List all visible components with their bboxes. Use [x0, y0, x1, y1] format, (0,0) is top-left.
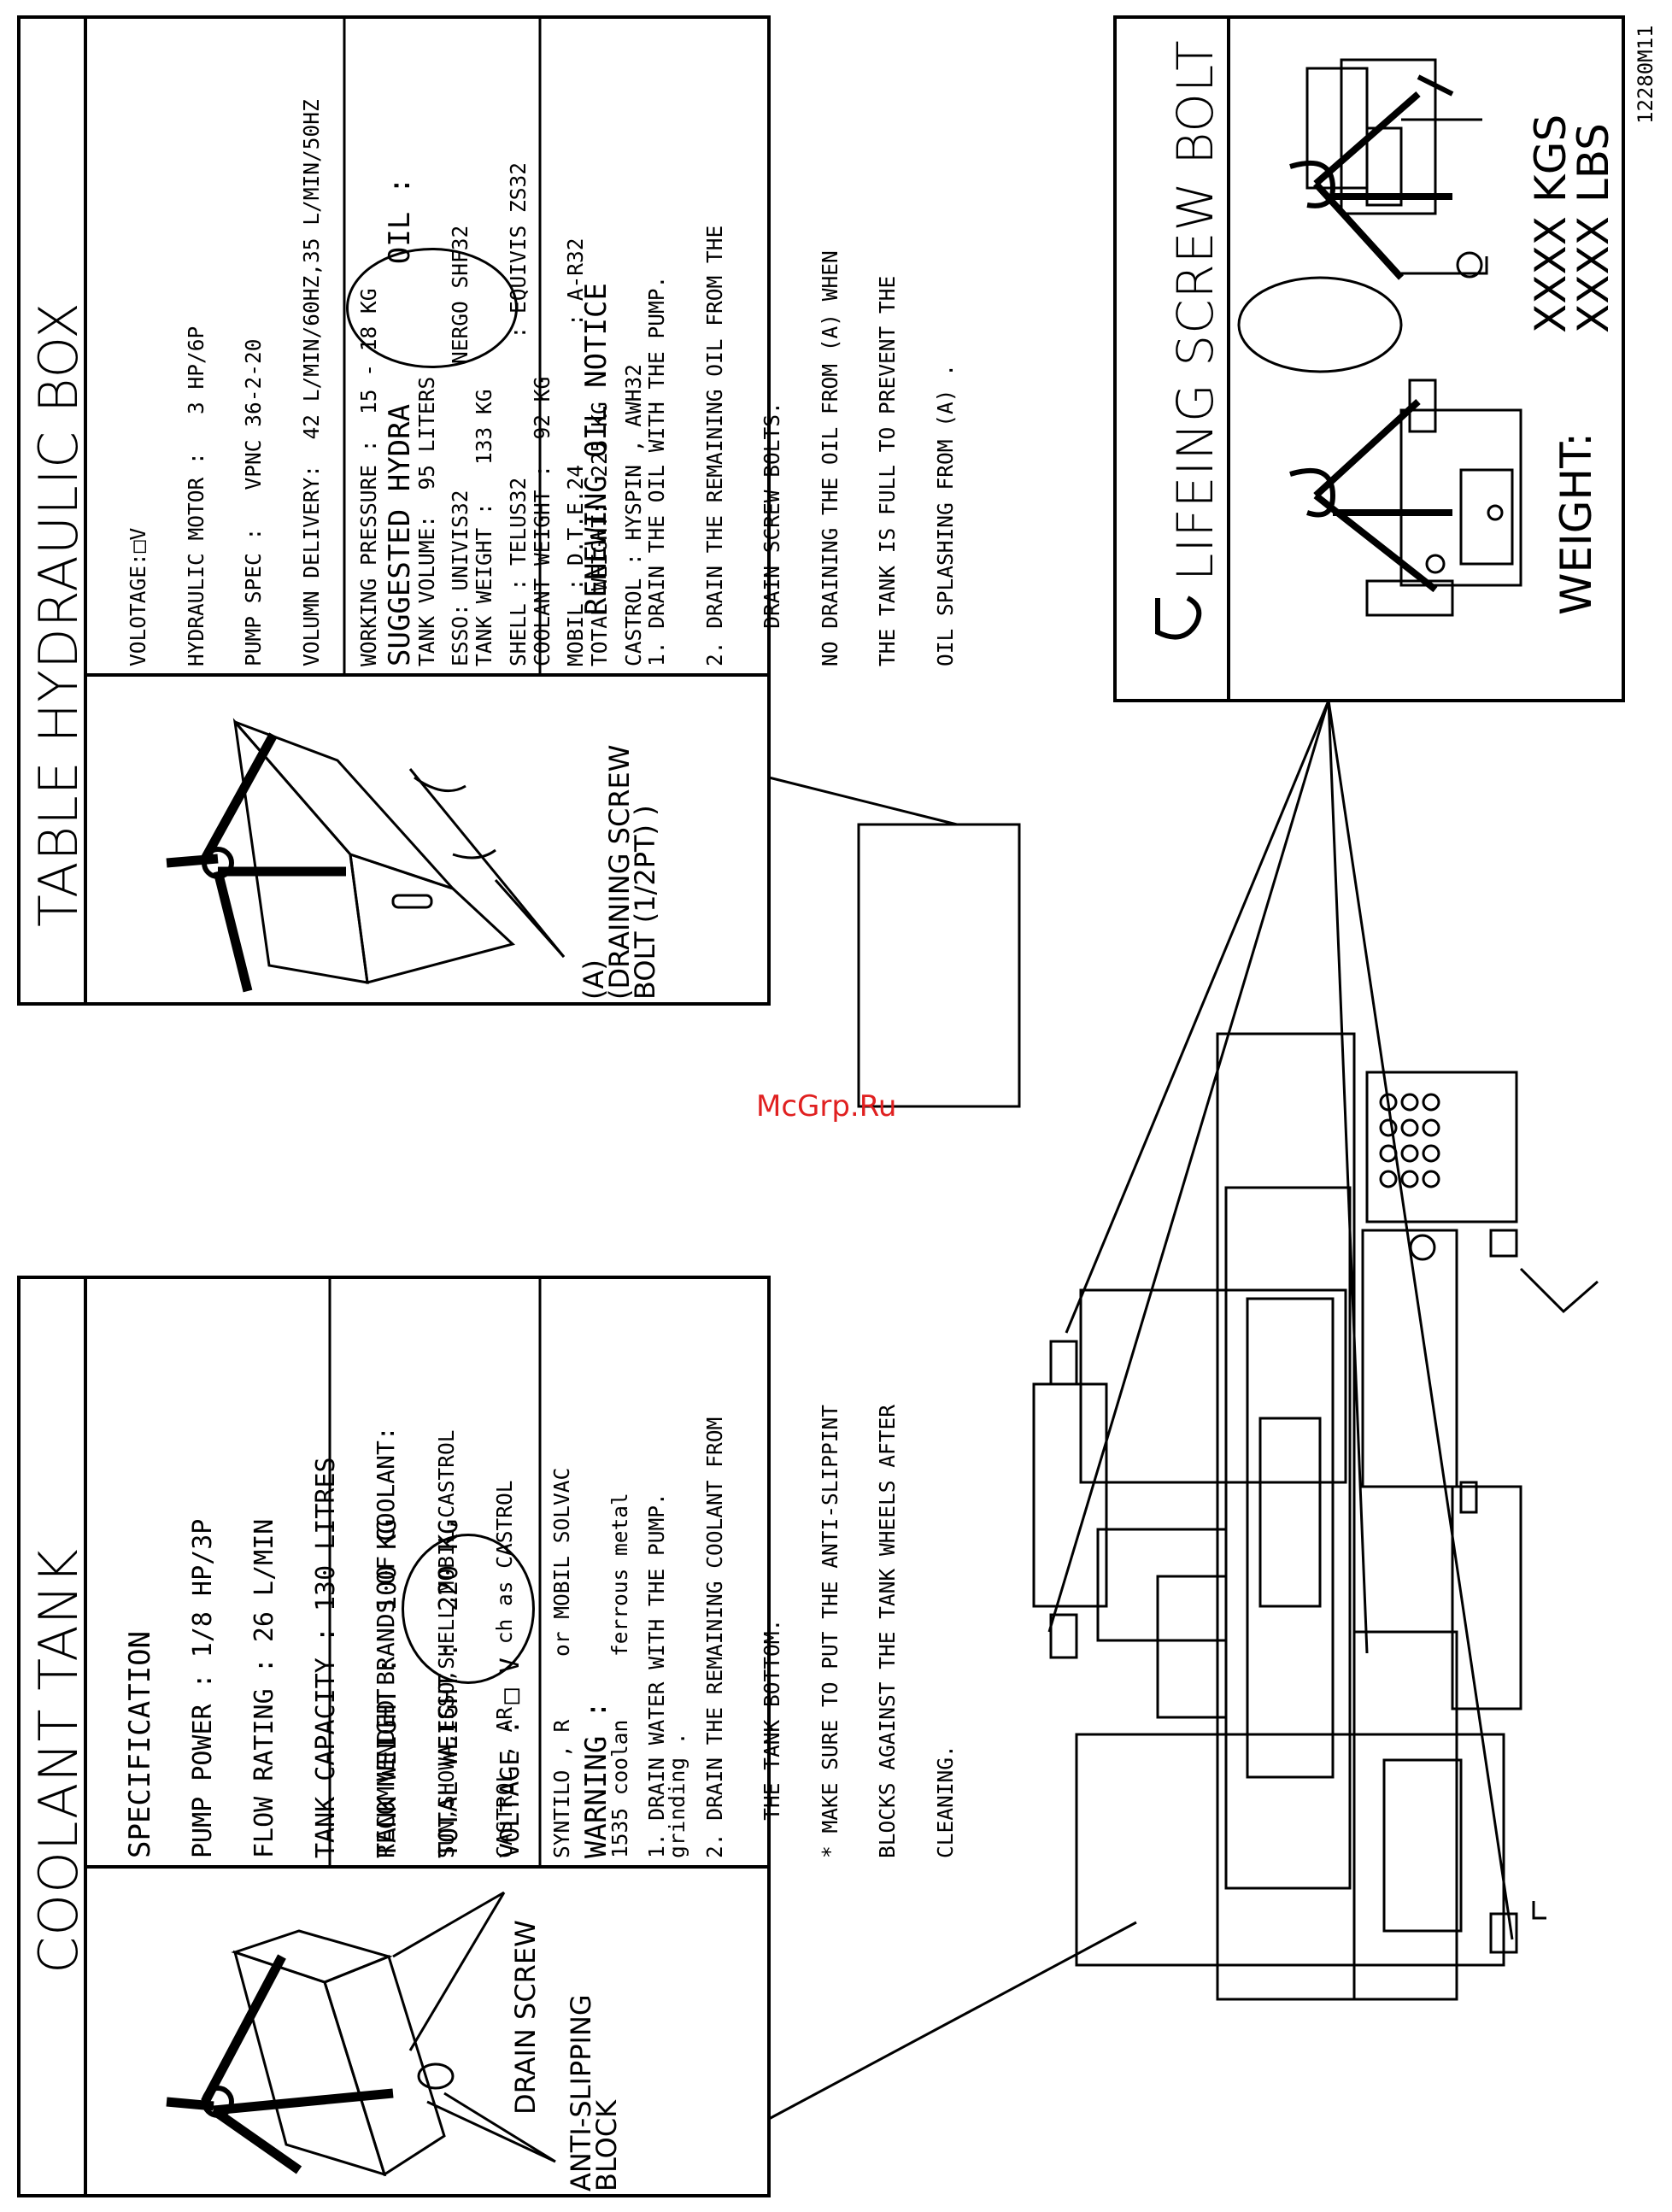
spec-line: PUMP POWER : 1/8 HP/3P	[188, 1518, 218, 1858]
renew-heading: RENEWING OIL NOTICE	[579, 283, 613, 615]
redacted-ellipse	[346, 248, 518, 368]
control-button-grid	[1379, 1093, 1440, 1188]
lifting-panel	[1113, 15, 1625, 702]
anti-slip-callout: ANTI-SLIPPING BLOCK	[565, 1994, 623, 2191]
hydraulic-renew-block: RENEWING OIL NOTICE 1. DRAIN THE OIL WIT…	[545, 226, 975, 666]
machine-top-view-illustration	[1289, 58, 1488, 280]
spec-line: TANK CAPACITY : 130 LITRES	[311, 1457, 341, 1858]
weight-lbs: XXXX LBS	[1569, 123, 1618, 333]
warning-line: 2. DRAIN THE REMAINING COOLANT FROM	[701, 1417, 727, 1858]
spec-line: HYDRAULIC MOTOR : 3 HP/6P	[183, 326, 208, 666]
renew-line: OIL SPLASHING FROM (A) .	[932, 363, 958, 666]
brands-heading: RECOMMENDED BRANDS OF COOLANT:	[372, 1426, 400, 1858]
brand-line: SUN,SHOWA,ESSO,SHELL,MOBIL,CASTROL	[434, 1429, 459, 1858]
warning-line: * MAKE SURE TO PUT THE ANTI-SLIPPINT	[817, 1404, 842, 1858]
renew-line: NO DRAINING THE OIL FROM (A) WHEN	[817, 250, 842, 666]
spec-line: VOLOTAGE:□V	[126, 527, 150, 666]
renew-line: THE TANK IS FULL TO PREVENT THE	[875, 275, 900, 666]
drawing-number: 12280M11	[1634, 25, 1657, 124]
hydraulic-box-panel	[17, 15, 771, 1006]
renew-line: 2. DRAIN THE REMAINING OIL FROM THE	[701, 225, 727, 666]
renew-line: 1. DRAIN THE OIL WITH THE PUMP.	[644, 275, 669, 666]
oil-line: SHELL : TELUS32 : EQUIVIS ZS32	[505, 161, 531, 666]
spec-line: PUMP SPEC : VPNC 36-2-20	[241, 338, 266, 666]
warning-line: THE TANK BOTTOM.	[760, 1618, 784, 1858]
coolant-tank-panel	[17, 1276, 771, 2197]
warning-line: CLEANING.	[932, 1745, 958, 1858]
weight-kgs: XXXX KGS	[1526, 114, 1575, 333]
draining-screw-callout: (A) (DRAINING SCREW BOLT (1/2PT) )	[578, 744, 661, 1000]
spec-heading: SPECIFICATION	[123, 1630, 157, 1858]
machine-plan-view	[1032, 1032, 1599, 2001]
oil-heading: SUGGESTED HYDRA OIL :	[383, 176, 417, 666]
spec-line: FLOW RATING : 26 L/MIN	[249, 1518, 279, 1858]
renew-line: DRAIN SCREW BOLTS.	[760, 402, 784, 666]
lifting-title: LIFEING SCREW BOLT	[1166, 39, 1224, 581]
weight-label: WEIGHT:	[1552, 431, 1601, 615]
drain-screw-callout: DRAIN SCREW	[509, 1920, 542, 2115]
warning-line: BLOCKS AGAINST THE TANK WHEELS AFTER	[875, 1404, 900, 1858]
hydraulic-box-illustration	[166, 718, 566, 993]
handwheel-icon	[1409, 1234, 1436, 1261]
warning-heading: WARNING :	[579, 1700, 613, 1858]
coolant-warning-block: WARNING : 1. DRAIN WATER WITH THE PUMP. …	[545, 1405, 975, 1858]
spec-line: VOLUMN DELIVERY: 42 L/MIN/60HZ,35 L/MIN/…	[298, 99, 324, 666]
brand-line: CASTROL , AR ch as CASTROL	[491, 1480, 517, 1858]
oil-line: ESSO: UNIVIS32 NERGO SHF32	[448, 225, 472, 666]
watermark: McGrp.Ru	[756, 1089, 897, 1124]
coolant-tank-title: COOLANT TANK	[27, 1548, 90, 1974]
coolant-tank-illustration	[166, 1891, 556, 2177]
hook-icon	[1155, 596, 1202, 640]
redacted-ellipse	[1237, 276, 1403, 373]
hydraulic-box-location-marker	[857, 823, 1021, 1108]
hydraulic-box-title: TABLE HYDRAULIC BOX	[27, 302, 90, 927]
warning-line: 1. DRAIN WATER WITH THE PUMP.	[644, 1493, 669, 1858]
machine-side-view-illustration	[1289, 378, 1522, 617]
redacted-ellipse	[402, 1534, 535, 1684]
